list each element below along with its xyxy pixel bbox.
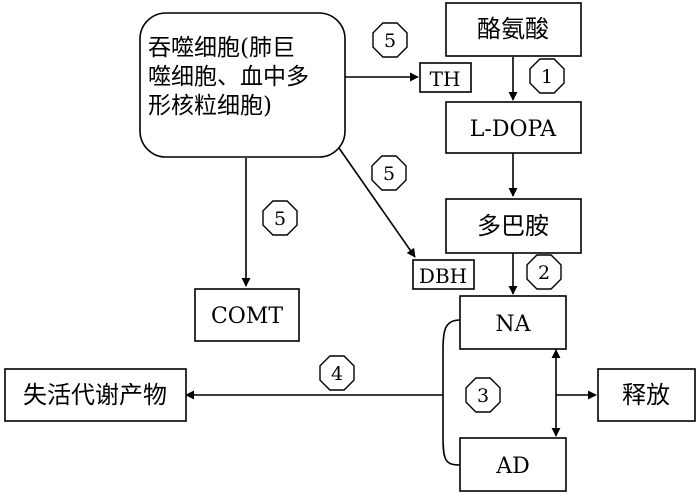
node-na-label: NA — [495, 312, 531, 337]
badge-step5-dbh: 5 — [371, 155, 407, 191]
node-ad: AD — [459, 437, 567, 492]
node-dopamine: 多巴胺 — [445, 198, 582, 254]
node-metabolite-label: 失活代谢产物 — [23, 381, 167, 409]
node-release: 释放 — [597, 368, 696, 422]
svg-text:5: 5 — [274, 208, 286, 230]
node-release-label: 释放 — [622, 381, 670, 409]
node-macrophage-line-3: 形核粒细胞) — [148, 93, 272, 119]
badge-step5-th: 5 — [372, 22, 408, 58]
edge-macrophage-to-dbh — [331, 137, 416, 258]
node-dbh: DBH — [412, 259, 475, 290]
svg-text:2: 2 — [538, 262, 550, 284]
node-ldopa: L-DOPA — [445, 101, 582, 154]
node-macrophage: 吞噬细胞(肺巨 噬细胞、血中多 形核粒细胞) — [139, 12, 346, 158]
node-macrophage-line-2: 噬细胞、血中多 — [148, 64, 309, 90]
badge-step4: 4 — [319, 355, 355, 391]
badge-step1: 1 — [529, 58, 565, 94]
node-th-label: TH — [430, 67, 461, 91]
svg-text:5: 5 — [383, 163, 395, 185]
node-th: TH — [419, 62, 472, 93]
svg-text:5: 5 — [384, 30, 396, 52]
node-macrophage-line-1: 吞噬细胞(肺巨 — [148, 35, 295, 61]
node-dbh-label: DBH — [419, 264, 467, 288]
node-comt-label: COMT — [211, 304, 283, 329]
svg-text:4: 4 — [331, 363, 343, 385]
node-dopamine-label: 多巴胺 — [477, 212, 549, 240]
svg-text:3: 3 — [477, 385, 489, 407]
badge-step3: 3 — [465, 377, 501, 413]
node-metabolite: 失活代谢产物 — [4, 368, 187, 422]
svg-text:1: 1 — [541, 66, 553, 88]
node-tyrosine: 酪氨酸 — [445, 2, 582, 57]
badge-step5-comt: 5 — [262, 200, 298, 236]
node-comt: COMT — [194, 288, 300, 342]
node-ad-label: AD — [495, 454, 530, 479]
badge-step2: 2 — [526, 254, 562, 290]
bracket-na-ad — [442, 319, 461, 466]
edges — [185, 57, 597, 466]
node-tyrosine-label: 酪氨酸 — [477, 15, 549, 43]
node-na: NA — [459, 295, 567, 350]
node-ldopa-label: L-DOPA — [470, 117, 558, 142]
